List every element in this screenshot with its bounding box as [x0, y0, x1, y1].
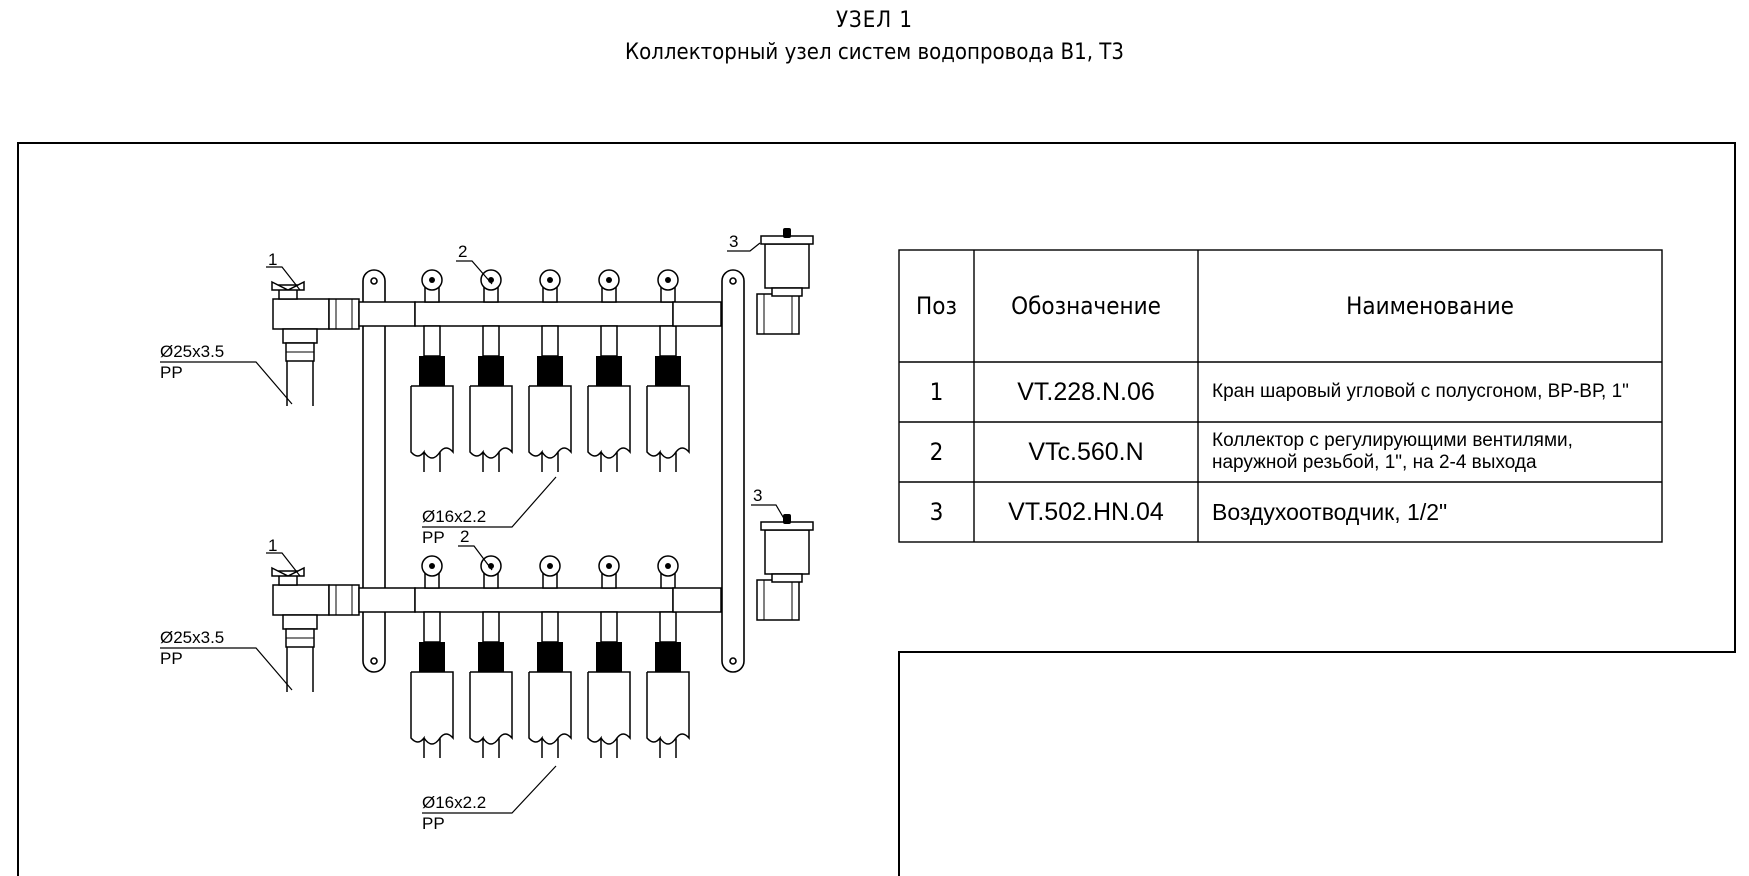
- callout-3-bottom: 3: [753, 486, 763, 505]
- manifold-inlet-nipple: [358, 301, 416, 327]
- outlet-material-label-top: PP: [422, 528, 445, 547]
- outlet-compression-nut: [655, 642, 681, 672]
- inlet-pipe: [286, 647, 314, 692]
- outlet-compression-nut: [478, 642, 504, 672]
- row-2-name: Коллектор с регулирующими вентилями, нар…: [1212, 430, 1573, 473]
- valve-union-nut: [328, 298, 360, 330]
- inlet-material-label-bottom: PP: [160, 649, 183, 668]
- ball-valve-handle: [271, 566, 305, 577]
- ball-valve-body: [272, 584, 330, 616]
- air-vent-valve: [783, 514, 791, 524]
- callout-2-bottom: 2: [460, 527, 470, 546]
- manifold-top: [271, 228, 814, 472]
- air-vent-body: [764, 243, 810, 289]
- outlet-pipe: [528, 385, 572, 472]
- outlet-compression-nut: [537, 642, 563, 672]
- inlet-size-label-top: Ø25x3.5: [160, 342, 225, 361]
- outlet-spigot: [482, 611, 500, 643]
- inlet-material-label-top: PP: [160, 363, 183, 382]
- outlet-pipe: [587, 385, 631, 472]
- outlet-pipe: [646, 385, 690, 472]
- manifold-inlet-nipple: [358, 587, 416, 613]
- air-vent-nipple: [771, 287, 803, 297]
- inlet-size-label-bottom: Ø25x3.5: [160, 628, 225, 647]
- outlet-spigot: [423, 325, 441, 357]
- callout-leaders: [160, 242, 787, 814]
- callout-1-bottom: 1: [268, 536, 278, 555]
- row-1-pos: 1: [929, 378, 944, 406]
- row-1-code: VT.228.N.06: [1017, 377, 1155, 406]
- mounting-brackets: [362, 269, 745, 673]
- manifold-outlet-nipple: [672, 301, 722, 327]
- callout-2-top: 2: [458, 242, 468, 261]
- table-header-code: Обозначение: [1011, 292, 1161, 320]
- inlet-pipe: [286, 361, 314, 406]
- ball-valve-handle: [271, 280, 305, 291]
- drawing-frame: [17, 142, 1736, 876]
- outlet-valve-cap-center: [429, 563, 435, 569]
- outlet-compression-nut: [419, 642, 445, 672]
- row-3-pos: 3: [929, 498, 944, 526]
- end-fitting: [756, 579, 800, 621]
- valve-union-nut: [328, 584, 360, 616]
- valve-outlet-fitting: [282, 614, 318, 630]
- callout-3-top: 3: [729, 232, 739, 251]
- outlet-size-label-top: Ø16x2.2: [422, 507, 487, 526]
- outlet-pipe: [587, 671, 631, 758]
- outlet-spigot: [600, 325, 618, 357]
- outlet-pipe: [410, 671, 454, 758]
- air-vent-nipple: [771, 573, 803, 583]
- outlet-size-label-bottom: Ø16x2.2: [422, 793, 487, 812]
- callout-1-top: 1: [268, 250, 278, 269]
- outlet-spigot: [659, 325, 677, 357]
- manifold-outlet-nipple: [672, 587, 722, 613]
- outlet-valve-cap-center: [547, 563, 553, 569]
- row-2-pos: 2: [929, 438, 944, 466]
- outlet-pipe: [410, 385, 454, 472]
- manifold-body: [414, 301, 674, 327]
- outlet-compression-nut: [655, 356, 681, 386]
- row-2-code: VTc.560.N: [1028, 437, 1144, 466]
- outlet-valve-cap-center: [606, 563, 612, 569]
- outlet-spigot: [541, 325, 559, 357]
- row-1-name: Кран шаровый угловой с полусгоном, ВР-ВР…: [1212, 381, 1629, 402]
- outlet-spigot: [482, 325, 500, 357]
- outlet-valve-cap-center: [429, 277, 435, 283]
- manifold-bottom: [271, 514, 814, 758]
- outlet-valve-cap-center: [665, 277, 671, 283]
- outlet-compression-nut: [596, 356, 622, 386]
- outlet-spigot: [659, 611, 677, 643]
- outlet-material-label-bottom: PP: [422, 814, 445, 833]
- outlet-valve-cap-center: [606, 277, 612, 283]
- outlet-spigot: [541, 611, 559, 643]
- spec-table-grid: [898, 249, 1663, 543]
- outlet-spigot: [423, 611, 441, 643]
- outlet-compression-nut: [537, 356, 563, 386]
- table-header-name: Наименование: [1346, 292, 1514, 320]
- row-3-code: VT.502.HN.04: [1008, 497, 1164, 526]
- outlet-compression-nut: [596, 642, 622, 672]
- outlet-pipe: [646, 671, 690, 758]
- drawing-subtitle: Коллекторный узел систем водопровода В1,…: [625, 40, 1124, 65]
- outlet-pipe: [528, 671, 572, 758]
- table-header-pos: Поз: [916, 292, 957, 320]
- outlet-valve-cap-center: [665, 563, 671, 569]
- row-3-name: Воздухоотводчик, 1/2": [1212, 499, 1448, 525]
- ball-valve-body: [272, 298, 330, 330]
- drawing-title: УЗЕЛ 1: [835, 8, 914, 33]
- outlet-compression-nut: [419, 356, 445, 386]
- outlet-pipe: [469, 385, 513, 472]
- manifold-body: [414, 587, 674, 613]
- end-fitting: [756, 293, 800, 335]
- outlet-compression-nut: [478, 356, 504, 386]
- outlet-valve-cap-center: [547, 277, 553, 283]
- valve-outlet-fitting: [282, 328, 318, 344]
- outlet-spigot: [600, 611, 618, 643]
- air-vent-body: [764, 529, 810, 575]
- outlet-pipe: [469, 671, 513, 758]
- air-vent-valve: [783, 228, 791, 238]
